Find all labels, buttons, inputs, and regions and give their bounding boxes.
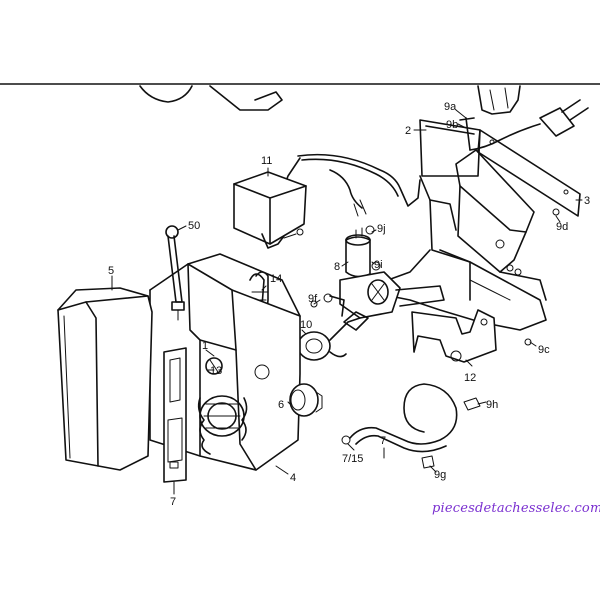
label-9c: 9c (538, 344, 550, 356)
label-13: 13 (210, 365, 222, 377)
part-2-rear-panel (419, 119, 481, 177)
label-9a: 9a (444, 101, 457, 113)
label-5: 5 (108, 265, 114, 277)
label-3: 3 (584, 195, 590, 207)
label-50: 50 (188, 220, 200, 232)
part-number-labels: 9a 9b 2 3 9d 11 9j 8 9i 50 5 14 9f 10 1 … (108, 101, 590, 508)
label-11: 11 (261, 155, 272, 167)
part-50-probe (165, 225, 185, 321)
chassis-base-plate (387, 149, 547, 331)
label-9b: 9b (446, 119, 458, 131)
pump-housing (323, 271, 445, 319)
leader-lines (111, 109, 583, 495)
label-8: 8 (334, 261, 340, 273)
label-7-lower: 7 (170, 496, 176, 508)
part-8-pump-motor (345, 225, 381, 278)
label-9g: 9g (434, 469, 446, 481)
label-1: 1 (202, 340, 208, 352)
label-2: 2 (405, 125, 411, 137)
label-9i: 9i (374, 259, 383, 271)
part-7-handle-strip (163, 347, 187, 483)
label-14: 14 (270, 273, 282, 285)
watermark-text: piecesdetachesselec.com (432, 501, 600, 516)
part-10-thermostat (297, 317, 361, 361)
label-7-upper: 7 (380, 435, 386, 447)
label-9j: 9j (377, 223, 386, 235)
part-12-bracket (411, 309, 497, 363)
label-6: 6 (278, 399, 284, 411)
part-7-15-tube (341, 383, 458, 453)
cropped-top-parts (139, 85, 521, 115)
label-4: 4 (290, 472, 296, 484)
heating-coil (197, 395, 248, 455)
part-6-knob (289, 383, 323, 417)
fasteners (310, 208, 560, 469)
part-3-side-plate (477, 129, 581, 217)
part-5-water-tank (57, 287, 153, 471)
part-13-switch (205, 357, 223, 375)
label-7-15: 7/15 (342, 453, 363, 465)
label-9h: 9h (486, 399, 498, 411)
label-9f: 9f (308, 293, 318, 305)
label-10: 10 (300, 319, 312, 331)
label-12: 12 (464, 372, 476, 384)
tube-connector (343, 311, 369, 331)
part-11-relay-box (233, 171, 307, 249)
label-9d: 9d (556, 221, 568, 233)
